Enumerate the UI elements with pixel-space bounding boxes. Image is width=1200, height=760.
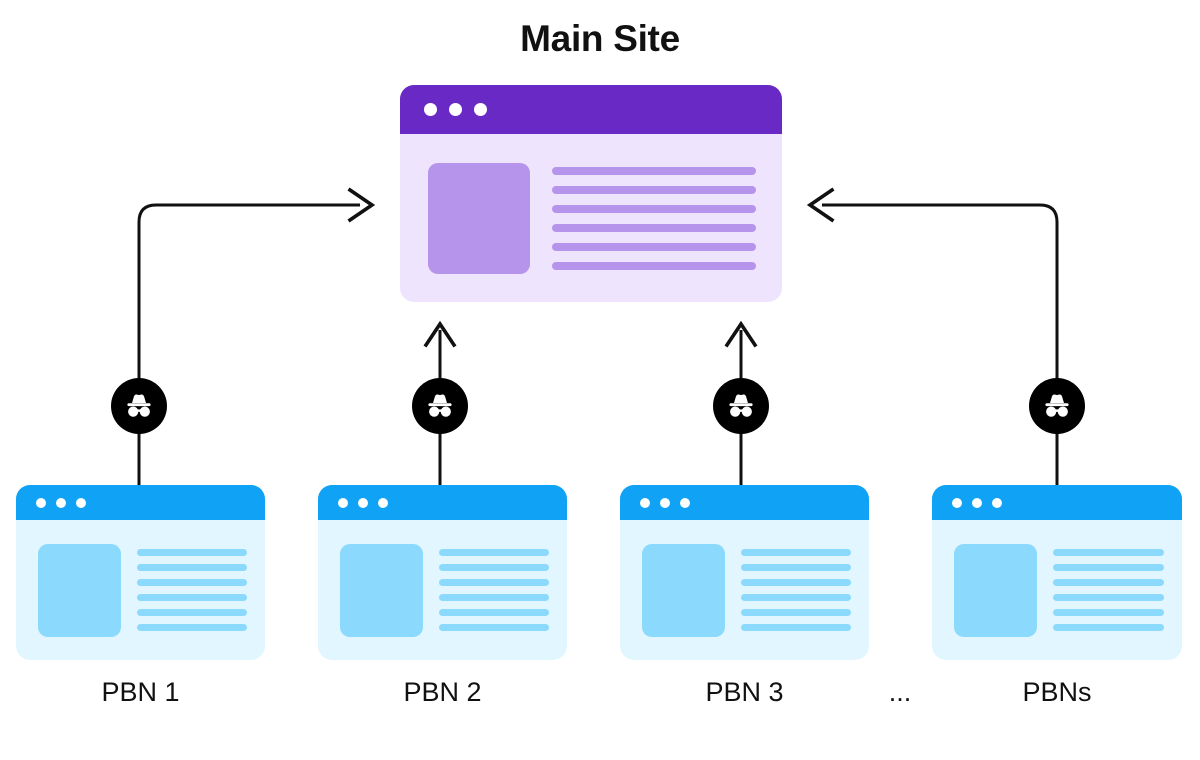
content-line [439, 609, 549, 616]
content-line [137, 549, 247, 556]
pbn-1-body [16, 520, 265, 660]
pbn-label-1: PBN 1 [101, 677, 180, 707]
arrowhead-pbn-4 [806, 187, 835, 223]
content-line [1053, 624, 1164, 631]
pbn-label-3: PBN 3 [705, 677, 784, 707]
window-dot-close [338, 497, 348, 508]
window-dot-close [36, 497, 46, 508]
pbn-text-lines [1053, 549, 1164, 631]
window-dot-close [640, 497, 650, 508]
content-line [1053, 564, 1164, 571]
content-line [137, 624, 247, 631]
window-dot-minimize [660, 497, 670, 508]
window-dot-maximize [378, 497, 388, 508]
content-line [741, 564, 851, 571]
pbn-thumbnail [340, 543, 423, 637]
window-dot-minimize [358, 497, 368, 508]
incognito-badge-3 [713, 378, 769, 434]
content-line [741, 609, 851, 616]
pbn-4-titlebar [932, 485, 1182, 520]
window-dot-maximize [680, 497, 690, 508]
content-line [741, 579, 851, 586]
content-line [1053, 549, 1164, 556]
pbn-ellipsis-label: ... [888, 677, 912, 707]
pbn-site-window-3[interactable] [620, 485, 869, 660]
content-line [137, 564, 247, 571]
pbn-text-lines [137, 549, 247, 631]
pbn-text-lines [439, 549, 549, 631]
window-dot-close [952, 497, 962, 508]
content-line [439, 564, 549, 571]
content-line [552, 166, 756, 175]
content-line [552, 185, 756, 194]
content-line [439, 624, 549, 631]
content-line [552, 204, 756, 213]
arrowhead-pbn-3 [724, 320, 758, 348]
pbn-label-4: PBNs [1022, 677, 1092, 707]
pbn-label-2: PBN 2 [403, 677, 482, 707]
pbn-site-window-4[interactable] [932, 485, 1182, 660]
content-line [552, 223, 756, 232]
connector-pbn-1 [137, 203, 360, 485]
window-dot-close [424, 103, 437, 116]
incognito-badge-2 [412, 378, 468, 434]
connector-pbn-4 [822, 203, 1059, 485]
incognito-badge-1 [111, 378, 167, 434]
page-title: Main Site [520, 18, 680, 59]
content-line [439, 549, 549, 556]
pbn-2-titlebar [318, 485, 567, 520]
pbn-3-body [620, 520, 869, 660]
pbn-site-window-2[interactable] [318, 485, 567, 660]
pbn-4-body [932, 520, 1182, 660]
pbn-3-titlebar [620, 485, 869, 520]
content-line [137, 579, 247, 586]
incognito-icon [729, 394, 753, 417]
window-dot-minimize [972, 497, 982, 508]
window-dot-maximize [76, 497, 86, 508]
arrowhead-pbn-1 [347, 187, 376, 223]
content-line [552, 261, 756, 270]
main-site-body [400, 134, 782, 302]
incognito-badge-4 [1029, 378, 1085, 434]
content-line [439, 579, 549, 586]
content-line [1053, 594, 1164, 601]
window-dot-minimize [449, 103, 462, 116]
pbn-1-titlebar [16, 485, 265, 520]
pbn-text-lines [741, 549, 851, 631]
pbn-thumbnail [38, 543, 121, 637]
arrowhead-pbn-2 [423, 320, 457, 348]
pbn-site-window-1[interactable] [16, 485, 265, 660]
main-site-titlebar [400, 85, 782, 134]
pbn-thumbnail [954, 543, 1037, 637]
main-site-text-lines [552, 166, 756, 270]
incognito-icon [1045, 394, 1069, 417]
window-dot-minimize [56, 497, 66, 508]
main-site-thumbnail [428, 162, 530, 274]
content-line [741, 549, 851, 556]
content-line [137, 609, 247, 616]
content-line [439, 594, 549, 601]
incognito-icon [428, 394, 452, 417]
pbn-2-body [318, 520, 567, 660]
window-dot-maximize [992, 497, 1002, 508]
content-line [1053, 579, 1164, 586]
content-line [137, 594, 247, 601]
content-line [1053, 609, 1164, 616]
main-site-window[interactable] [400, 85, 782, 302]
content-line [741, 594, 851, 601]
content-line [741, 624, 851, 631]
content-line [552, 242, 756, 251]
window-dot-maximize [474, 103, 487, 116]
pbn-thumbnail [642, 543, 725, 637]
incognito-icon [127, 394, 151, 417]
